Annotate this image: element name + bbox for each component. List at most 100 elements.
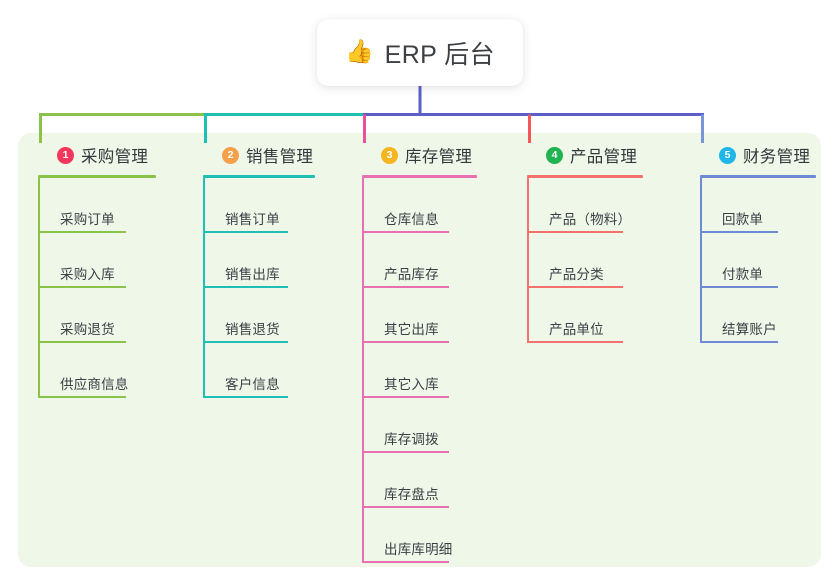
branch-header-underline <box>700 175 816 178</box>
branch-title: 销售管理 <box>246 148 314 166</box>
branch-header-1[interactable]: 1 采购管理 <box>38 142 198 168</box>
branch-item[interactable]: 库存盘点 <box>362 453 526 508</box>
branch-item-underline <box>362 561 449 563</box>
branch-item-list: 产品（物料） 产品分类产品单位 <box>527 178 697 343</box>
branch-column-4: 4 产品管理产品（物料） 产品分类产品单位 <box>527 142 697 343</box>
branch-header-underline <box>203 175 315 178</box>
branch-item[interactable]: 销售订单 <box>203 178 361 233</box>
branch-item-label: 产品分类 <box>549 267 604 282</box>
branch-item[interactable]: 采购退货 <box>38 288 198 343</box>
branch-header-underline <box>38 175 156 178</box>
branch-item-underline <box>362 396 449 398</box>
branch-item[interactable]: 库存调拨 <box>362 398 526 453</box>
branch-header-underline <box>362 175 477 178</box>
branch-number-badge: 4 <box>546 146 563 164</box>
branch-title: 库存管理 <box>405 148 473 166</box>
branch-item-label: 销售退货 <box>225 322 280 337</box>
branch-item-underline <box>203 286 288 288</box>
branch-item-list: 采购订单采购入库采购退货供应商信息 <box>38 178 198 398</box>
branch-item-label: 其它出库 <box>384 322 439 337</box>
branch-rail <box>203 178 205 398</box>
branch-item-underline <box>203 396 288 398</box>
branches-panel <box>18 133 821 567</box>
branch-header-2[interactable]: 2 销售管理 <box>203 142 361 168</box>
branch-rail <box>527 178 529 343</box>
branch-item-label: 采购订单 <box>60 212 115 227</box>
branch-title: 产品管理 <box>570 148 638 166</box>
branch-item[interactable]: 供应商信息 <box>38 343 198 398</box>
branch-header-4[interactable]: 4 产品管理 <box>527 142 697 168</box>
branch-rail <box>362 178 364 563</box>
branch-item-list: 仓库信息产品库存其它出库其它入库库存调拨库存盘点出库库明细 <box>362 178 526 563</box>
branch-item-label: 仓库信息 <box>384 212 439 227</box>
branch-item-underline <box>203 341 288 343</box>
branch-item[interactable]: 采购入库 <box>38 233 198 288</box>
branch-item-underline <box>362 286 449 288</box>
branch-item[interactable]: 产品分类 <box>527 233 697 288</box>
branch-item[interactable]: 出库库明细 <box>362 508 526 563</box>
branch-header-underline <box>527 175 643 178</box>
branch-item[interactable]: 客户信息 <box>203 343 361 398</box>
branch-item-underline <box>527 341 623 343</box>
branch-item-label: 产品单位 <box>549 322 604 337</box>
branch-number-badge: 1 <box>57 146 74 164</box>
branch-item-label: 结算账户 <box>722 322 777 337</box>
branch-item-list: 回款单付款单结算账户 <box>700 178 830 343</box>
branch-item-underline <box>700 341 778 343</box>
branch-item-underline <box>38 286 126 288</box>
branch-item-underline <box>38 341 126 343</box>
branch-column-2: 2 销售管理销售订单销售出库销售退货客户信息 <box>203 142 361 398</box>
thumbs-up-icon: 👍 <box>345 38 374 64</box>
branch-item-label: 销售订单 <box>225 212 280 227</box>
branch-item-underline <box>362 341 449 343</box>
branch-item[interactable]: 销售退货 <box>203 288 361 343</box>
root-node[interactable]: 👍 ERP 后台 <box>317 19 523 86</box>
branch-item[interactable]: 销售出库 <box>203 233 361 288</box>
branch-item-label: 客户信息 <box>225 377 280 392</box>
branch-item-label: 供应商信息 <box>60 377 129 392</box>
branch-item-underline <box>527 231 623 233</box>
branch-item-label: 库存盘点 <box>384 487 439 502</box>
branch-item-label: 产品（物料） <box>549 212 632 227</box>
root-node-label: ERP 后台 <box>384 40 495 69</box>
branch-item-label: 付款单 <box>722 267 764 282</box>
branch-item[interactable]: 产品（物料） <box>527 178 697 233</box>
branch-item-underline <box>700 286 778 288</box>
branch-item[interactable]: 付款单 <box>700 233 830 288</box>
branch-item[interactable]: 产品库存 <box>362 233 526 288</box>
branch-item-label: 回款单 <box>722 212 764 227</box>
branch-item-underline <box>362 451 449 453</box>
branch-item-list: 销售订单销售出库销售退货客户信息 <box>203 178 361 398</box>
branch-item-label: 出库库明细 <box>384 542 453 557</box>
branch-header-5[interactable]: 5 财务管理 <box>700 142 830 168</box>
branch-item[interactable]: 仓库信息 <box>362 178 526 233</box>
branch-item-label: 采购退货 <box>60 322 115 337</box>
branch-item-label: 产品库存 <box>384 267 439 282</box>
branch-title: 采购管理 <box>81 148 149 166</box>
branch-column-5: 5 财务管理回款单付款单结算账户 <box>700 142 830 343</box>
branch-item-underline <box>203 231 288 233</box>
branch-number-badge: 2 <box>222 146 239 164</box>
branch-item-label: 销售出库 <box>225 267 280 282</box>
branch-item-label: 其它入库 <box>384 377 439 392</box>
branch-item[interactable]: 其它出库 <box>362 288 526 343</box>
branch-item-underline <box>700 231 778 233</box>
branch-column-1: 1 采购管理采购订单采购入库采购退货供应商信息 <box>38 142 198 398</box>
branch-item[interactable]: 回款单 <box>700 178 830 233</box>
branch-number-badge: 5 <box>719 146 736 164</box>
branch-item-underline <box>362 231 449 233</box>
branch-item[interactable]: 产品单位 <box>527 288 697 343</box>
branch-item[interactable]: 结算账户 <box>700 288 830 343</box>
branch-item[interactable]: 其它入库 <box>362 343 526 398</box>
branch-item-label: 库存调拨 <box>384 432 439 447</box>
branch-rail <box>700 178 702 343</box>
branch-rail <box>38 178 40 398</box>
branch-item-underline <box>362 506 449 508</box>
branch-title: 财务管理 <box>743 148 811 166</box>
branch-item-underline <box>38 231 126 233</box>
branch-item[interactable]: 采购订单 <box>38 178 198 233</box>
branch-item-underline <box>527 286 623 288</box>
